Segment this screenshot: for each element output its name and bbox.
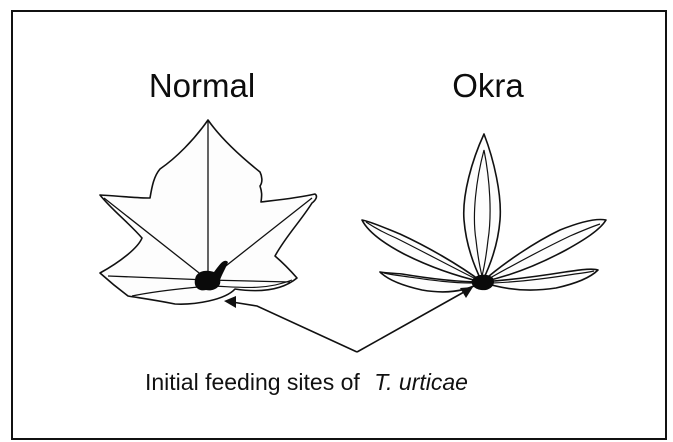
caption-species-name: T. urticae [374,369,468,395]
okra-leaf-title: Okra [452,67,524,104]
normal-leaf [100,120,316,304]
caption-text: Initial feeding sites of [145,369,360,395]
caption: Initial feeding sites of T. urticae [145,369,468,395]
pointer-normal-arrowhead [224,296,236,308]
feeding-site-pointers [224,287,473,352]
pointer-to-normal-site [232,302,357,352]
normal-leaf-title: Normal [149,67,255,104]
pointer-to-okra-site [357,292,464,352]
okra-leaf [362,134,606,292]
